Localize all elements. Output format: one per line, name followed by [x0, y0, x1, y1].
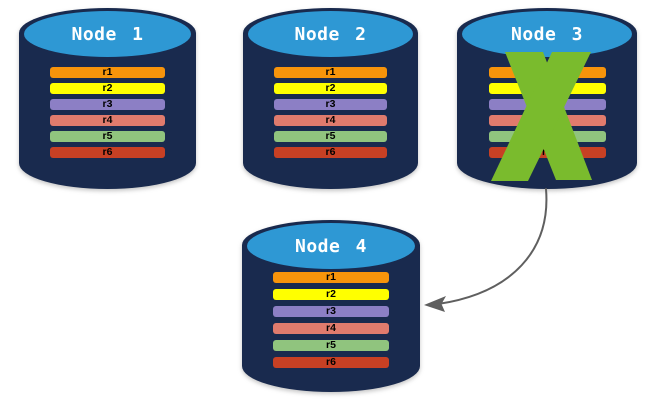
cylinder-body: [19, 33, 196, 189]
row-r1: r1: [273, 67, 388, 78]
row-r1: r1: [273, 272, 389, 283]
replica-row-list: r1 r2 r3 r4 r5 r6: [488, 67, 606, 158]
node-label: Node 4: [294, 235, 368, 257]
row-r6: r6: [488, 147, 606, 158]
row-r1: r1: [488, 67, 606, 78]
replica-row-list: r1 r2 r3 r4 r5 r6: [273, 272, 389, 368]
row-r1: r1: [49, 67, 166, 78]
node-3-cylinder: Node 3 r1 r2 r3 r4 r5 r6: [457, 8, 637, 189]
row-r3: r3: [273, 99, 388, 110]
row-r2: r2: [488, 83, 606, 94]
row-r4: r4: [273, 115, 388, 126]
row-r5: r5: [488, 131, 606, 142]
row-r6: r6: [273, 147, 388, 158]
row-r4: r4: [488, 115, 606, 126]
node-label: Node 1: [71, 23, 144, 45]
node-1-cylinder: Node 1 r1 r2 r3 r4 r5 r6: [19, 8, 196, 189]
row-r2: r2: [273, 83, 388, 94]
arrow-head: [424, 296, 446, 312]
row-r2: r2: [49, 83, 166, 94]
cylinder-top-face: Node 4: [247, 223, 415, 269]
row-r3: r3: [273, 306, 389, 317]
row-r4: r4: [273, 323, 389, 334]
node-4-cylinder: Node 4 r1 r2 r3 r4 r5 r6: [242, 220, 420, 392]
row-r3: r3: [49, 99, 166, 110]
row-r4: r4: [49, 115, 166, 126]
row-r6: r6: [273, 357, 389, 368]
cylinder-top-face: Node 1: [24, 11, 191, 57]
replica-row-list: r1 r2 r3 r4 r5 r6: [49, 67, 166, 158]
arrow-curve: [437, 188, 548, 305]
row-r3: r3: [488, 99, 606, 110]
cylinder-top-face: Node 3: [462, 11, 632, 57]
row-r6: r6: [49, 147, 166, 158]
node-label: Node 2: [294, 23, 367, 45]
row-r5: r5: [49, 131, 166, 142]
cylinder-top-face: Node 2: [248, 11, 413, 57]
row-r5: r5: [273, 131, 388, 142]
node-2-cylinder: Node 2 r1 r2 r3 r4 r5 r6: [243, 8, 418, 189]
node-label: Node 3: [510, 23, 584, 45]
row-r2: r2: [273, 289, 389, 300]
replica-row-list: r1 r2 r3 r4 r5 r6: [273, 67, 388, 158]
cylinder-body: [243, 33, 418, 189]
row-r5: r5: [273, 340, 389, 351]
